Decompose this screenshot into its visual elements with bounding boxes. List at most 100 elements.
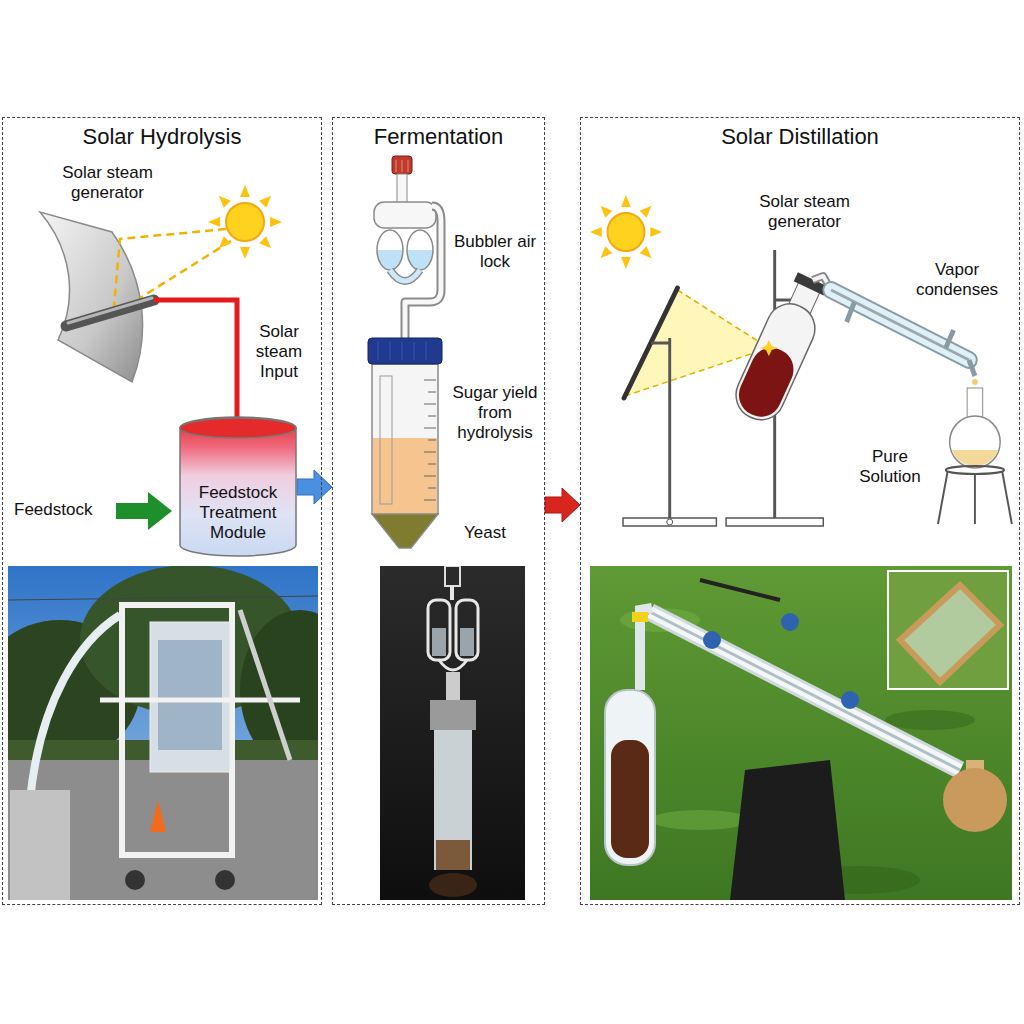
- fermentation-tube: [424, 476, 436, 477]
- airlock-drawing: [407, 230, 433, 270]
- airlock-photo: [436, 840, 470, 870]
- feed-arrow: [116, 492, 172, 530]
- part-label: Solar steam generator: [55, 163, 160, 203]
- part-label: Vapor condenses: [912, 260, 1002, 300]
- distillation-drawing: [831, 290, 969, 360]
- fermentation-tube: [426, 342, 427, 360]
- cylinder-top: [180, 418, 296, 438]
- airlock-photo: [445, 566, 460, 586]
- distillation-drawing: [969, 360, 975, 376]
- part-label: Pure Solution: [855, 447, 925, 487]
- airlock-photo: [380, 566, 525, 900]
- part-label: Solar steam generator: [752, 192, 857, 232]
- process-panel: Solar Distillation: [580, 117, 1020, 905]
- fermentation-tube: [402, 342, 403, 360]
- solar-trough: [140, 241, 231, 298]
- fermentation-tube: [414, 342, 415, 360]
- fermentation-tube: [424, 404, 436, 405]
- airlock-drawing: [408, 160, 409, 172]
- fermentation-tube: [372, 514, 438, 548]
- hydrolysis-photo: [8, 596, 318, 600]
- hydrolysis-photo: [8, 566, 318, 900]
- distillation-photo: [900, 585, 1000, 682]
- flow-arrow: [545, 488, 580, 522]
- airlock-drawing: [374, 156, 441, 338]
- distillation-photo: [781, 613, 799, 631]
- fermentation-tube: [424, 380, 436, 381]
- airlock-photo: [456, 600, 478, 660]
- hydrolysis-photo: [122, 605, 232, 855]
- hydrolysis-photo: [150, 800, 166, 832]
- fermentation-tube: [428, 440, 436, 441]
- airlock-photo: [446, 672, 460, 702]
- fermentation-tube: [390, 342, 391, 360]
- fermentation-tube: [380, 376, 392, 504]
- hydrolysis-photo: [8, 760, 318, 900]
- fermentation-tube: [424, 428, 436, 429]
- airlock-photo: [429, 873, 477, 897]
- input-label: Feedstock: [14, 500, 110, 520]
- airlock-drawing: [402, 160, 403, 172]
- distillation-photo: [611, 740, 649, 858]
- airlock-drawing: [392, 156, 412, 174]
- distillation-drawing: [623, 518, 716, 526]
- steam-pipe: [154, 300, 237, 420]
- distillation-drawing: [950, 416, 1001, 468]
- solar-trough: [114, 229, 226, 306]
- distillation-drawing: [831, 290, 969, 360]
- distillation-drawing: [728, 296, 822, 428]
- module-cylinder: Feedstock Treatment Module: [179, 417, 297, 557]
- part-label: Yeast: [455, 523, 515, 543]
- solar-trough: [66, 300, 154, 326]
- distillation-drawing: [590, 195, 1012, 526]
- distillation-drawing: [590, 195, 662, 269]
- fermentation-tube: [428, 392, 436, 393]
- distillation-drawing: [726, 518, 823, 526]
- distillation-drawing: [668, 338, 671, 520]
- module-label: Feedstock Treatment Module: [187, 483, 289, 543]
- distillation-drawing: [847, 302, 855, 322]
- solar-trough: [40, 212, 143, 382]
- distillation-photo: [590, 566, 1012, 900]
- distillation-drawing: [1002, 471, 1012, 524]
- distillation-photo: [703, 631, 721, 649]
- distillation-photo: [605, 690, 655, 865]
- airlock-photo: [434, 730, 472, 870]
- distillation-drawing: [651, 342, 669, 345]
- hydrolysis-photo: [30, 615, 120, 800]
- part-label: Sugar yield from hydrolysis: [449, 383, 541, 443]
- airlock-drawing: [374, 202, 436, 228]
- hydrolysis-photo: [125, 870, 145, 890]
- hydrolysis-photo: [240, 610, 290, 760]
- cylinder-body: [180, 417, 296, 556]
- distillation-photo: [730, 760, 845, 900]
- distillation-photo: [700, 580, 780, 600]
- part-label: Bubbler air lock: [449, 232, 541, 272]
- airlock-photo: [460, 628, 474, 656]
- airlock-photo: [430, 700, 476, 730]
- distillation-photo: [632, 612, 648, 622]
- distillation-drawing: [946, 330, 954, 348]
- distillation-drawing: [667, 519, 673, 525]
- airlock-drawing: [390, 270, 420, 281]
- distillation-drawing: [760, 340, 777, 356]
- panel-title: Fermentation: [333, 124, 544, 150]
- fermentation-tube: [368, 338, 442, 364]
- distillation-photo: [841, 691, 859, 709]
- airlock-drawing: [405, 206, 441, 338]
- distillation-photo: [590, 566, 1012, 900]
- airlock-drawing: [390, 270, 420, 281]
- airlock-photo: [432, 628, 446, 656]
- airlock-drawing: [405, 206, 441, 338]
- airlock-drawing: [397, 174, 407, 204]
- distillation-drawing: [728, 269, 834, 428]
- distillation-photo: [650, 810, 750, 830]
- distillation-drawing: [972, 379, 978, 385]
- distillation-photo: [885, 710, 975, 730]
- hydrolysis-photo: [158, 640, 222, 750]
- distillation-drawing: [831, 290, 969, 360]
- part-label: Solar steam Input: [248, 322, 310, 382]
- solar-trough: [68, 298, 152, 323]
- fermentation-tube: [368, 338, 442, 548]
